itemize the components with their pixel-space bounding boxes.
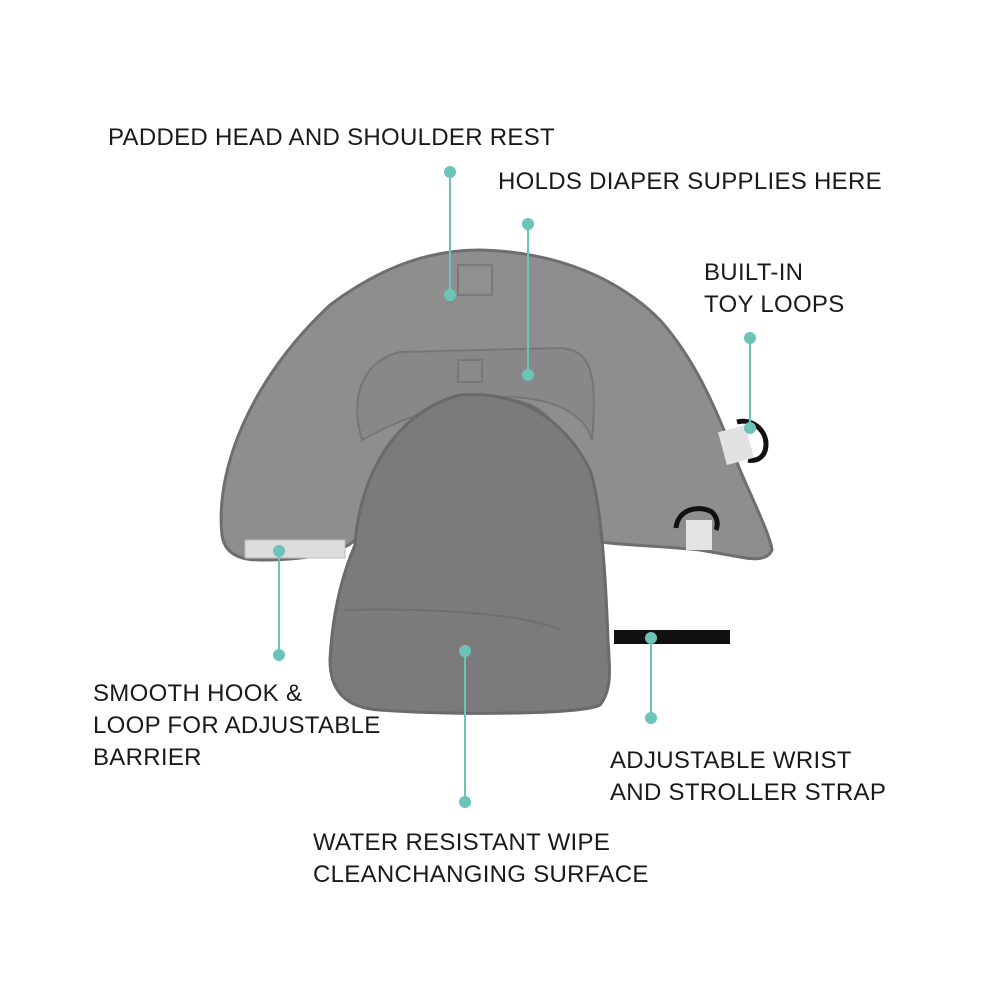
callout-toy-loops: BUILT-IN TOY LOOPS: [704, 257, 845, 321]
pocket-tab: [457, 359, 483, 383]
top-tab: [457, 264, 493, 296]
callout-surface: WATER RESISTANT WIPE CLEANCHANGING SURFA…: [313, 827, 649, 891]
surface-seam: [344, 608, 561, 631]
callout-diaper-supplies: HOLDS DIAPER SUPPLIES HERE: [498, 166, 882, 198]
callout-text: BUILT-IN: [704, 259, 804, 286]
changing-surface-shape: [328, 392, 611, 715]
hook-loop-strip: [244, 539, 346, 559]
callout-text: WATER RESISTANT WIPE: [313, 829, 611, 856]
toy-loop-lower: [673, 506, 720, 531]
callout-text: PADDED HEAD AND SHOULDER REST: [108, 124, 556, 151]
callout-markers: [273, 166, 756, 808]
callout-text: CLEANCHANGING SURFACE: [313, 861, 649, 888]
callout-text: HOLDS DIAPER SUPPLIES HERE: [498, 168, 882, 195]
callout-text: LOOP FOR ADJUSTABLE: [93, 712, 381, 739]
callout-text: SMOOTH HOOK &: [93, 680, 303, 707]
callout-text: TOY LOOPS: [704, 291, 845, 318]
callout-wrist-strap: ADJUSTABLE WRIST AND STROLLER STRAP: [610, 745, 886, 809]
callout-text: AND STROLLER STRAP: [610, 779, 887, 806]
callout-text: ADJUSTABLE WRIST: [610, 747, 852, 774]
callout-hook-loop: SMOOTH HOOK & LOOP FOR ADJUSTABLE BARRIE…: [93, 678, 381, 774]
callout-head-rest: PADDED HEAD AND SHOULDER REST: [108, 122, 555, 154]
toy-loop-tab-upper: [718, 424, 754, 466]
wrist-strap: [614, 630, 730, 644]
toy-loop-tab-lower: [686, 520, 712, 550]
callout-text: BARRIER: [93, 744, 202, 771]
